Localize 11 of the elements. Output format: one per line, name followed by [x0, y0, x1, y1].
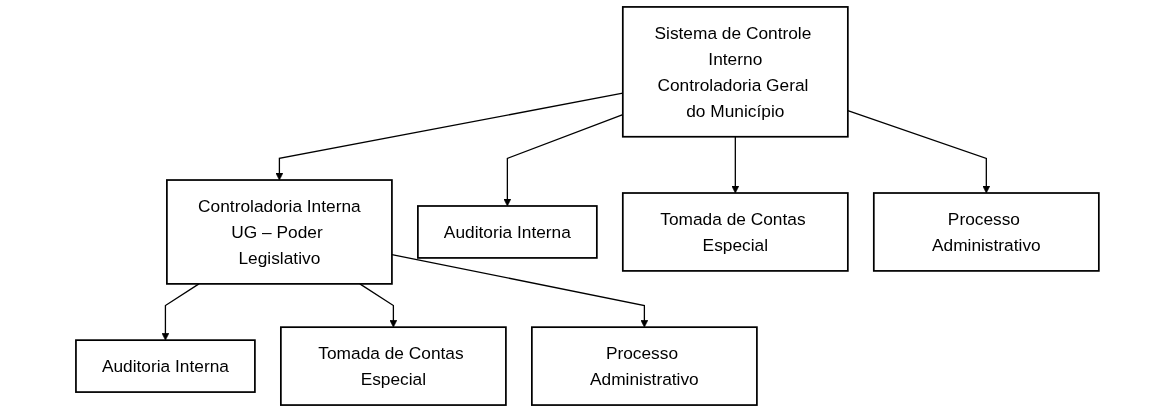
node-box: Processo Administrativo [530, 326, 758, 406]
node-box: Tomada de Contas Especial [279, 326, 507, 406]
arrow [161, 283, 200, 341]
node-box: Auditoria Interna [416, 205, 598, 259]
node-box: Processo Administrativo [872, 192, 1100, 272]
node-box: Tomada de Contas Especial [621, 192, 849, 272]
arrow [358, 283, 397, 328]
node-box: Auditoria Interna [74, 339, 256, 393]
arrow [731, 136, 739, 194]
node-box: Sistema de Controle Interno Controladoria Geral do Município [621, 6, 849, 138]
node-box: Controladoria Interna UG – Poder Legislativo [165, 179, 393, 285]
